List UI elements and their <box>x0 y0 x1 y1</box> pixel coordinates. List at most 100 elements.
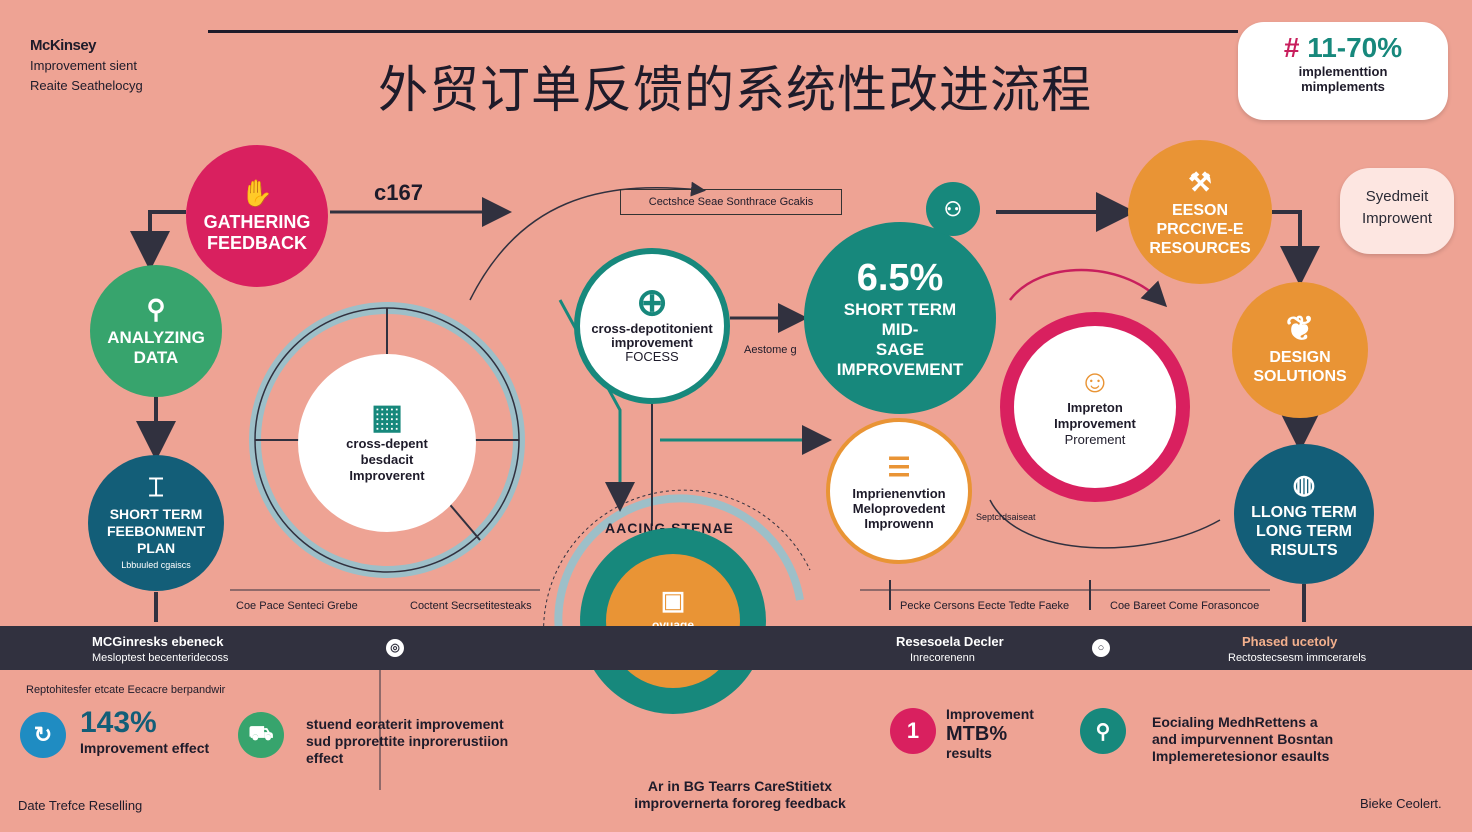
top-stat-line2: mimplements <box>1301 79 1385 94</box>
impl-mid-line-2: Meloprovedent <box>852 500 946 516</box>
six-line-4: IMPROVEMENT <box>836 360 964 379</box>
location-icon: ⚲ <box>1080 708 1126 754</box>
brand-subtitle-1: Improvement sient <box>30 58 137 73</box>
shortplan-label-3: PLAN <box>136 540 176 556</box>
analyze-label-1: ANALYZING <box>107 328 205 347</box>
section-caption-3: Pecke Cersons Eecte Tedte Faeke <box>900 600 1070 612</box>
section-caption-1: Coe Pace Senteci Grebe <box>236 600 358 612</box>
page-title: 外贸订单反馈的系统性改进流程 <box>378 61 1092 119</box>
six-line-1: SHORT TERM <box>843 300 957 319</box>
top-stat-bubble: # 11-70% implementtion mimplements <box>1238 22 1448 120</box>
globe-icon: ◍ <box>1292 468 1316 499</box>
six-line-2: MID- <box>881 320 919 339</box>
six-line-3: SAGE <box>875 340 925 359</box>
resources-label-1: EESON <box>1171 201 1228 219</box>
shortplan-label-2: FEEBONMENT <box>107 523 205 539</box>
impl-right-line-3: Prorement <box>1064 432 1126 447</box>
resources-label-3: RESOURCES <box>1149 239 1251 257</box>
timeline-left-sub: Mesloptest becenteridecoss <box>92 652 229 664</box>
footer-right: Bieke Ceolert. <box>1360 796 1442 811</box>
stat-3-line-3: results <box>946 745 992 761</box>
timeline-right-sub: Rectostecsesm immcerarels <box>1228 652 1367 664</box>
cross-department-node: ⊕ cross-depotitonient improvement FOCESS <box>574 248 730 404</box>
timeline-mid-title: Resesoela Decler <box>896 634 1004 649</box>
side-bubble-line2: Improwent <box>1361 210 1433 227</box>
top-rule <box>208 30 1238 33</box>
implementation-improvement-node: ☺ Impreton Improvement Prorement <box>1000 312 1190 502</box>
cross-line-3: FOCESS <box>625 349 679 364</box>
stat-4-line-1: Eocialing MedhRettens a <box>1152 714 1318 730</box>
design-solutions-node: ❦ DESIGN SOLUTIONS <box>1232 282 1368 418</box>
stat-4-line-2: and impurvennent Bosntan <box>1152 731 1334 747</box>
longterm-label-1: LLONG TERM <box>1251 503 1357 521</box>
section-caption-2: Coctent Secrsetitesteaks <box>410 600 532 612</box>
brand-block: McKinsey Improvement sient Reaite Seathe… <box>30 36 143 96</box>
stat-2-line-3: effect <box>306 750 344 766</box>
document-icon: ☰ <box>887 451 911 482</box>
refresh-icon: ↻ <box>20 712 66 758</box>
stat-1-value: 143% <box>80 706 157 739</box>
stat-1: 143% Improvement effect <box>80 706 209 756</box>
impl-right-line-1: Impreton <box>1067 400 1123 415</box>
cross-line-1: cross-depotitonient <box>591 321 713 336</box>
timeline-left-title: MCGinresks ebeneck <box>92 634 224 649</box>
stat-2-line-2: sud pprorettite inprorerustiion <box>306 733 509 749</box>
center-line-3: Improverent <box>349 468 425 483</box>
implementation-development-node: ☰ Imprienenvtion Meloprovedent Improwenn <box>826 418 972 564</box>
hash-icon: # <box>1283 32 1300 63</box>
tool-icon: ⌶ <box>148 472 164 502</box>
tools-icon: ⚒ <box>1188 166 1212 197</box>
cross-department-center-node: ▦ cross-depent besdacit Improverent <box>300 356 474 530</box>
team-icon: ⚇ <box>926 182 980 236</box>
stat-4-line-3: Implemeretesionor esaults <box>1152 748 1330 764</box>
cross-arrow-caption: Aestome g <box>744 344 797 356</box>
longterm-label-3: RISULTS <box>1270 541 1338 559</box>
side-bubble-line1: Syedmeit <box>1365 188 1429 205</box>
stat-3: Improvement MTB% results <box>946 706 1034 762</box>
short-term-plan-node: ⌶ SHORT TERM FEEBONMENT PLAN Lbbuuled cg… <box>88 455 224 591</box>
cross-line-2: improvement <box>611 335 693 350</box>
short-mid-improvement-node: 6.5% SHORT TERM MID- SAGE IMPROVEMENT <box>804 222 996 414</box>
impl-right-line-2: Improvement <box>1054 416 1136 431</box>
globe-icon: ⊕ <box>636 282 668 324</box>
design-label-2: SOLUTIONS <box>1253 368 1347 385</box>
impl-mid-caption: Septcrdsaiseat <box>976 512 1036 522</box>
design-label-1: DESIGN <box>1269 349 1331 366</box>
timeline-mid-sub: Inrecorenenn <box>910 652 975 664</box>
top-box-label: Cectshce Seae Sonthrace Gcakis <box>620 189 842 215</box>
section-caption-4: Coe Bareet Come Forasoncoe <box>1110 600 1260 612</box>
footer-center-line-2: improvernerta fororeg feedback <box>634 795 846 811</box>
timeline-right-title: Phased ucetoly <box>1242 634 1338 649</box>
timeline-bar <box>0 626 1472 670</box>
top-stat-line1: implementtion <box>1298 64 1388 79</box>
impl-mid-line-3: Improwenn <box>864 515 934 531</box>
stat-3-number-badge: 1 <box>890 708 936 754</box>
analyze-label-2: DATA <box>133 348 179 367</box>
number-label: c167 <box>374 180 423 205</box>
resources-label-2: PRCCIVE-E <box>1156 220 1244 238</box>
calendar-icon: ▣ <box>660 584 686 615</box>
brand-name: McKinsey <box>30 37 97 54</box>
gather-label-2: FEEDBACK <box>206 233 307 253</box>
gathering-feedback-node: ✋ GATHERING FEEDBACK <box>186 145 328 287</box>
longterm-label-2: LONG TERM <box>1256 522 1352 540</box>
stat-3-line-2: MTB% <box>946 723 1008 745</box>
stat-4: Eocialing MedhRettens a and impurvennent… <box>1152 714 1333 765</box>
side-speech-bubble: Syedmeit Improwent <box>1340 168 1454 254</box>
footer-center-line-1: Ar in BG Tearrs CareStitietx <box>647 778 833 794</box>
footer-left: Date Trefce Reselling <box>18 798 143 813</box>
left-caption: Reptohitesfer etcate Eecacre berpandwir <box>26 684 226 696</box>
person-icon: ☺ <box>1078 363 1112 399</box>
shortplan-label-1: SHORT TERM <box>109 506 203 522</box>
stat-3-line-1: Improvement <box>946 706 1034 722</box>
resources-node: ⚒ EESON PRCCIVE-E RESOURCES <box>1128 140 1272 284</box>
six-percent-value: 6.5% <box>856 257 944 299</box>
analyzing-data-node: ⚲ ANALYZING DATA <box>90 265 222 397</box>
brain-icon: ❦ <box>1285 310 1315 348</box>
long-term-results-node: ◍ LLONG TERM LONG TERM RISULTS <box>1234 444 1374 584</box>
footer-center: Ar in BG Tearrs CareStitietx improverner… <box>560 778 920 812</box>
stat-2-line-1: stuend eoraterit improvement <box>306 716 504 732</box>
stat-2: stuend eoraterit improvement sud pproret… <box>306 716 508 767</box>
chart-icon: ⚲ <box>146 294 166 324</box>
timeline-marker-icon: ◎ <box>386 639 404 657</box>
